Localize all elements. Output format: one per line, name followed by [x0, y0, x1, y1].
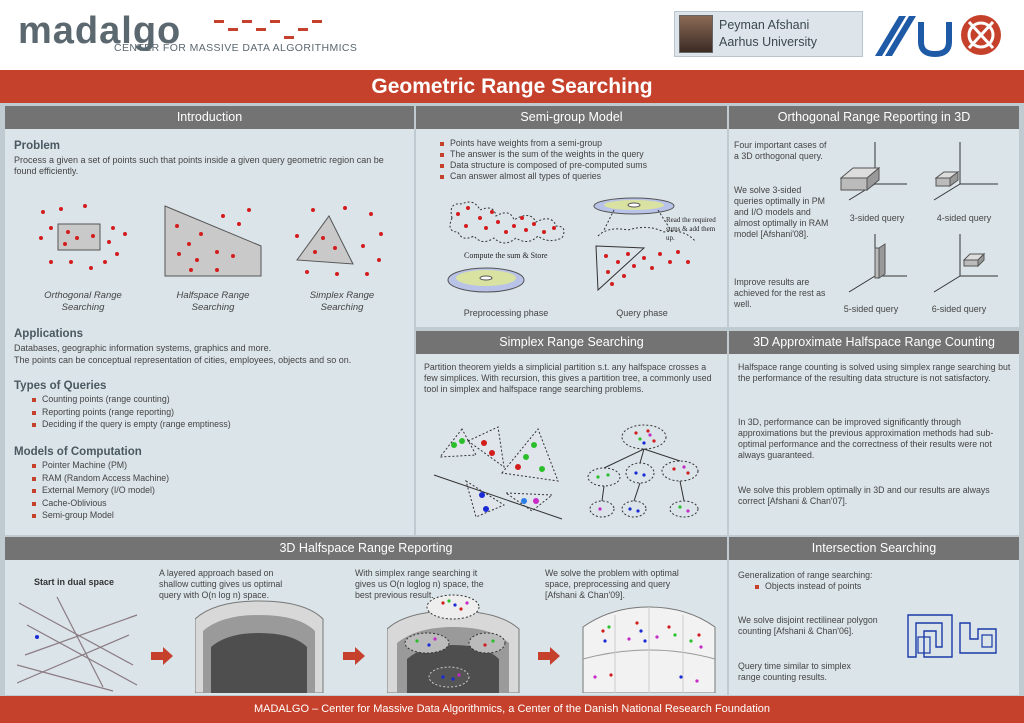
footer-text: MADALGO – Center for Massive Data Algori… — [253, 703, 771, 715]
3-sided-query-figure — [839, 142, 907, 201]
layered-simplex-figure — [387, 594, 520, 693]
simplex-panel: Simplex Range Searching Partition theore… — [416, 331, 727, 535]
preprocessing-figure — [447, 201, 565, 293]
list-item: External Memory (I/O model) — [30, 485, 400, 496]
intersection-panel: Intersection Searching Generalization of… — [729, 537, 1019, 695]
dual-space-figure — [17, 596, 138, 692]
applications-text-2: The points can be conceptual representat… — [14, 355, 352, 365]
list-item: Deciding if the query is empty (range em… — [30, 419, 400, 430]
poster-title: Geometric Range Searching — [371, 75, 653, 98]
list-item: Objects instead of points — [753, 581, 953, 592]
simplex-text: Partition theorem yields a simplicial pa… — [424, 362, 712, 394]
applications-title: Applications — [14, 328, 84, 340]
label-4-sided: 4-sided query — [936, 213, 992, 223]
list-item: Can answer almost all types of queries — [438, 171, 718, 182]
orthogonal-range-figure — [39, 204, 127, 270]
label-3-sided: 3-sided query — [849, 213, 905, 223]
title-bar: Geometric Range Searching — [0, 70, 1024, 103]
problem-text: Process a given a set of points such tha… — [14, 155, 384, 176]
caption-halfspace: Halfspace Range Searching — [176, 290, 250, 313]
arrow-icon — [151, 647, 173, 665]
intersection-bullets: Objects instead of points — [753, 581, 953, 592]
caption-query: Query phase — [616, 308, 668, 318]
dual-space-label: Start in dual space — [34, 577, 115, 587]
list-item: Data structure is composed of pre-comput… — [438, 160, 718, 171]
author-photo — [679, 15, 713, 53]
arrow-icon — [538, 647, 560, 665]
list-item: Counting points (range counting) — [30, 394, 400, 405]
ortho3d-text-3: Improve results are achieved for the res… — [734, 277, 826, 309]
introduction-header: Introduction — [5, 106, 414, 129]
types-title: Types of Queries — [14, 380, 107, 392]
intersection-text-2: We solve disjoint rectilinear polygon co… — [738, 615, 878, 636]
author-university: Aarhus University — [719, 35, 817, 49]
introduction-panel: Introduction Problem Process a given a s… — [5, 106, 414, 535]
ortho3d-panel: Orthogonal Range Reporting in 3D Four im… — [729, 106, 1019, 327]
applications-text-1: Databases, geographic information system… — [14, 343, 272, 353]
halfspace-text-1: A layered approach based on shallow cutt… — [159, 568, 283, 600]
simplicial-partition-figure — [433, 426, 563, 520]
halfspace-panel: 3D Halfspace Range Reporting Start in du… — [5, 537, 727, 695]
list-item: Reporting points (range reporting) — [30, 407, 400, 418]
intersection-text-3: Query time similar to simplex range coun… — [738, 661, 851, 682]
models-title: Models of Computation — [14, 446, 142, 458]
4-sided-query-figure — [933, 142, 998, 201]
halfspace-text-2: With simplex range searching it gives us… — [355, 568, 484, 600]
list-item: RAM (Random Access Machine) — [30, 473, 400, 484]
label-5-sided: 5-sided query — [843, 304, 899, 314]
5-sided-query-figure — [848, 234, 907, 293]
author-box: Peyman Afshani Aarhus University — [674, 11, 863, 57]
rectilinear-polygons-figure — [907, 614, 997, 658]
shallow-cutting-figure — [195, 600, 324, 693]
list-item: Points have weights from a semi-group — [438, 138, 718, 149]
halfspace-text-3: We solve the problem with optimal space,… — [545, 568, 679, 600]
halfspace-header: 3D Halfspace Range Reporting — [5, 537, 727, 560]
arrow-icon — [343, 647, 365, 665]
madalgo-logo: madalgo — [18, 10, 182, 52]
approx-panel: 3D Approximate Halfspace Range Counting … — [729, 331, 1019, 535]
ortho3d-header: Orthogonal Range Reporting in 3D — [729, 106, 1019, 129]
simplex-header: Simplex Range Searching — [416, 331, 727, 354]
optimal-structure-figure — [582, 606, 716, 693]
approx-text-1: Halfspace range counting is solved using… — [738, 362, 1011, 383]
models-list: Pointer Machine (PM) RAM (Random Access … — [30, 460, 400, 521]
logo-dashes-icon — [214, 20, 322, 39]
label-6-sided: 6-sided query — [931, 304, 987, 314]
caption-simplex: Simplex Range Searching — [309, 290, 375, 313]
author-name: Peyman Afshani — [719, 18, 810, 32]
partition-tree-figure — [587, 424, 699, 518]
halfspace-range-figure — [164, 205, 262, 277]
problem-title: Problem — [14, 140, 61, 152]
caption-preprocessing: Preprocessing phase — [463, 308, 549, 318]
intersection-header: Intersection Searching — [729, 537, 1019, 560]
caption-orthogonal: Orthogonal Range Searching — [44, 290, 122, 313]
query-figure — [593, 197, 697, 292]
logo-subtitle: CENTER FOR MASSIVE DATA ALGORITHMICS — [114, 42, 358, 54]
approx-text-3: We solve this problem optimally in 3D an… — [738, 485, 990, 506]
approx-text-2: In 3D, performance can be improved signi… — [738, 417, 994, 460]
list-item: The answer is the sum of the weights in … — [438, 149, 718, 160]
ortho3d-text-1: Four important cases of a 3D orthogonal … — [734, 140, 827, 161]
simplex-range-figure — [295, 206, 383, 276]
semigroup-header: Semi-group Model — [416, 106, 727, 129]
header: madalgo CENTER FOR MASSIVE DATA ALGORITH… — [0, 0, 1024, 70]
approx-header: 3D Approximate Halfspace Range Counting — [729, 331, 1019, 354]
intersection-text-1: Generalization of range searching: — [738, 570, 873, 580]
6-sided-query-figure — [933, 234, 998, 293]
footer: MADALGO – Center for Massive Data Algori… — [0, 696, 1024, 723]
main-area: Introduction Problem Process a given a s… — [0, 103, 1024, 696]
list-item: Cache-Oblivious — [30, 498, 400, 509]
aarhus-university-logo-icon — [875, 15, 1001, 58]
list-item: Semi-group Model — [30, 510, 400, 521]
ortho3d-text-2: We solve 3-sided queries optimally in PM… — [734, 185, 829, 239]
compute-label: Compute the sum & Store — [464, 251, 548, 260]
semigroup-bullets: Points have weights from a semi-group Th… — [438, 138, 718, 182]
list-item: Pointer Machine (PM) — [30, 460, 400, 471]
types-list: Counting points (range counting) Reporti… — [30, 394, 400, 430]
read-label: Read the required sums & add them up. — [666, 216, 716, 242]
semigroup-panel: Semi-group Model Points have weights fro… — [416, 106, 727, 327]
